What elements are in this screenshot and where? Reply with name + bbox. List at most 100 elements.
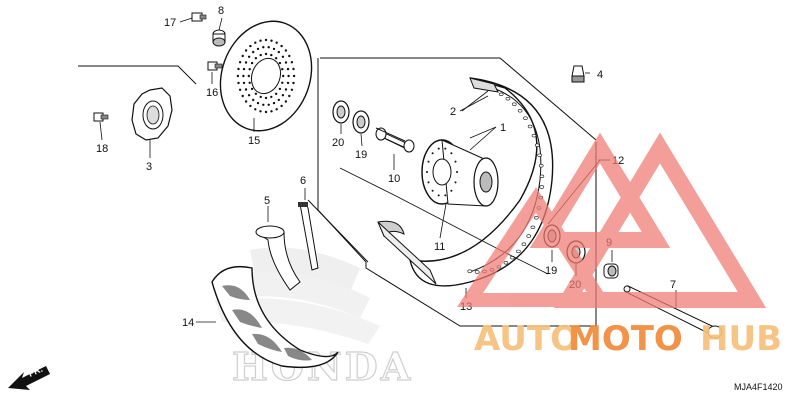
disc-hole bbox=[284, 88, 288, 91]
rim-hole bbox=[503, 261, 509, 265]
watermark-auto: AUTO bbox=[474, 319, 579, 359]
disc-hole bbox=[275, 108, 278, 111]
hub-spoke-hole bbox=[444, 194, 447, 197]
rim-hole bbox=[505, 96, 511, 101]
disc-hole bbox=[254, 108, 257, 111]
disc-hole bbox=[288, 94, 291, 98]
rim-tape-6 bbox=[298, 202, 319, 271]
rim-hole bbox=[517, 109, 523, 113]
hub-spoke-hole bbox=[431, 189, 434, 192]
hub-spoke-hole bbox=[456, 171, 458, 173]
callout-1: 1 bbox=[500, 122, 506, 134]
rim-hole bbox=[474, 270, 480, 274]
disc-hole bbox=[264, 38, 268, 42]
watermark-logo bbox=[456, 132, 767, 308]
disc-hole bbox=[249, 104, 252, 108]
disc-hole bbox=[259, 95, 262, 99]
disc-hole bbox=[264, 110, 268, 114]
disc-hole bbox=[247, 74, 250, 78]
rim-hole bbox=[467, 269, 473, 273]
disc-hole bbox=[244, 49, 248, 52]
rim-hole bbox=[526, 234, 532, 238]
distance-collar-10 bbox=[375, 127, 415, 153]
disc-hole bbox=[254, 92, 258, 96]
rim-hole bbox=[523, 116, 528, 120]
disc-hole bbox=[264, 96, 268, 100]
disc-hole bbox=[256, 101, 260, 105]
bolt-17 bbox=[191, 12, 207, 22]
disc-hole bbox=[277, 50, 280, 54]
disc-hole bbox=[259, 110, 262, 113]
disc-hole bbox=[252, 98, 255, 102]
disc-hole bbox=[270, 39, 273, 42]
callout-20-left: 20 bbox=[332, 137, 344, 149]
disc-hole bbox=[274, 92, 278, 96]
disc-hole bbox=[254, 41, 257, 44]
bolt-16 bbox=[207, 61, 223, 71]
bearing-19-left bbox=[352, 110, 370, 134]
rim-hole bbox=[511, 102, 517, 106]
front-direction-arrow: FR. bbox=[8, 364, 50, 390]
rim-hole bbox=[527, 124, 533, 129]
watermark-text: AUTO MOTO HUB bbox=[474, 319, 782, 359]
hub-spoke-hole bbox=[444, 147, 447, 150]
disc-hole bbox=[292, 81, 295, 85]
disc-hole bbox=[278, 61, 282, 65]
rim-hole bbox=[533, 216, 539, 220]
side-collar-9 bbox=[603, 263, 619, 279]
rim-hole bbox=[539, 174, 545, 179]
disc-hole bbox=[238, 61, 242, 64]
disc-hole bbox=[267, 103, 270, 107]
callout-6: 6 bbox=[300, 175, 306, 187]
air-valve bbox=[469, 77, 499, 93]
hub-spoke-hole bbox=[427, 160, 430, 163]
disc-hole bbox=[259, 39, 262, 42]
diagram-code: MJA4F1420 bbox=[734, 382, 783, 392]
disc-hole bbox=[290, 61, 294, 64]
callout-5: 5 bbox=[264, 195, 270, 207]
callout-15: 15 bbox=[248, 135, 260, 147]
disc-hole bbox=[236, 74, 240, 78]
disc-hole bbox=[274, 57, 278, 60]
disc-hole bbox=[242, 67, 246, 71]
disc-hole bbox=[254, 57, 258, 60]
callout-7: 7 bbox=[670, 279, 676, 291]
disc-hole bbox=[275, 41, 278, 44]
disc-hole bbox=[237, 81, 240, 85]
callout-11: 11 bbox=[434, 241, 445, 253]
callout-16: 16 bbox=[206, 87, 218, 99]
disc-hole bbox=[262, 103, 265, 107]
rim-hole bbox=[516, 249, 521, 254]
tire-14 bbox=[211, 265, 339, 369]
disc-hub-flange bbox=[131, 87, 173, 141]
callout-19-left: 19 bbox=[355, 149, 367, 161]
hub-spoke-hole bbox=[437, 147, 440, 150]
rim-hole bbox=[534, 143, 540, 147]
hub-spoke-hole bbox=[450, 152, 453, 155]
disc-hole bbox=[286, 81, 290, 85]
hub-spoke-hole bbox=[450, 189, 453, 192]
disc-hole bbox=[287, 74, 290, 78]
disc-hole bbox=[248, 68, 251, 71]
disc-hole bbox=[241, 54, 244, 58]
disc-hole bbox=[244, 88, 248, 91]
hub-spoke-hole bbox=[431, 152, 434, 155]
disc-hole bbox=[281, 81, 284, 85]
disc-hole bbox=[244, 61, 248, 64]
disc-hole bbox=[244, 100, 248, 103]
hub-spoke-hole bbox=[427, 181, 430, 184]
disc-hole bbox=[247, 55, 251, 58]
disc-hole bbox=[242, 81, 246, 85]
rim-hole bbox=[530, 225, 536, 230]
disc-hole bbox=[238, 88, 242, 92]
callout-19-right: 19 bbox=[545, 265, 557, 277]
disc-hole bbox=[242, 74, 245, 78]
disc-hole bbox=[262, 46, 265, 49]
callout-2: 2 bbox=[450, 106, 456, 118]
disc-hole bbox=[241, 94, 244, 98]
rim-hole bbox=[537, 153, 542, 158]
disc-hole bbox=[267, 46, 270, 49]
disc-hole bbox=[272, 47, 276, 51]
disc-hole bbox=[252, 50, 255, 54]
